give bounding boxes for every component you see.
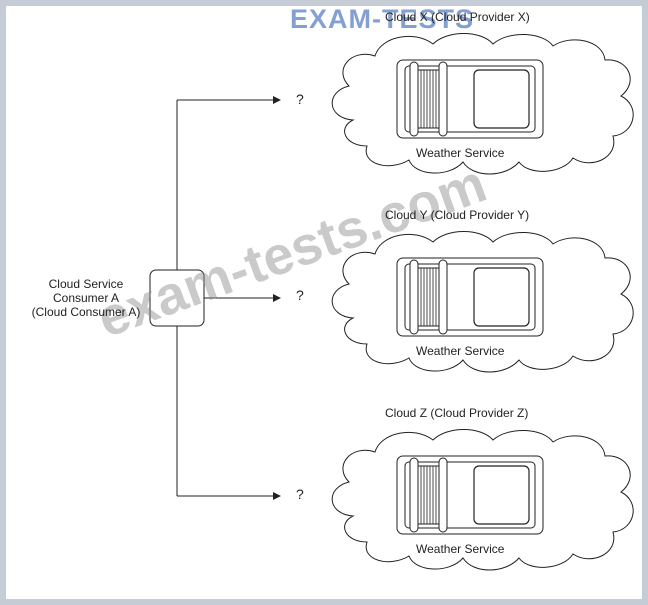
cloud-z-title: Cloud Z (Cloud Provider Z) <box>385 406 529 420</box>
cloud-y-link-status: ? <box>296 287 304 303</box>
cloud-z-link-status: ? <box>296 486 304 502</box>
cloud-x-link-status: ? <box>296 91 304 107</box>
consumer-label-text: Cloud Service Consumer A (Cloud Consumer… <box>31 277 141 319</box>
cloud-y-service-label: Weather Service <box>416 344 505 358</box>
cloud-z-service-label: Weather Service <box>416 542 505 556</box>
cloud-x-service-label: Weather Service <box>416 146 505 160</box>
watermark-logo: EXAM-TESTS <box>290 4 475 34</box>
cloud-x-title: Cloud X (Cloud Provider X) <box>385 10 530 24</box>
consumer-node <box>149 269 205 327</box>
consumer-label: Cloud Service Consumer A (Cloud Consumer… <box>6 277 166 319</box>
cloud-y-title: Cloud Y (Cloud Provider Y) <box>385 208 530 222</box>
